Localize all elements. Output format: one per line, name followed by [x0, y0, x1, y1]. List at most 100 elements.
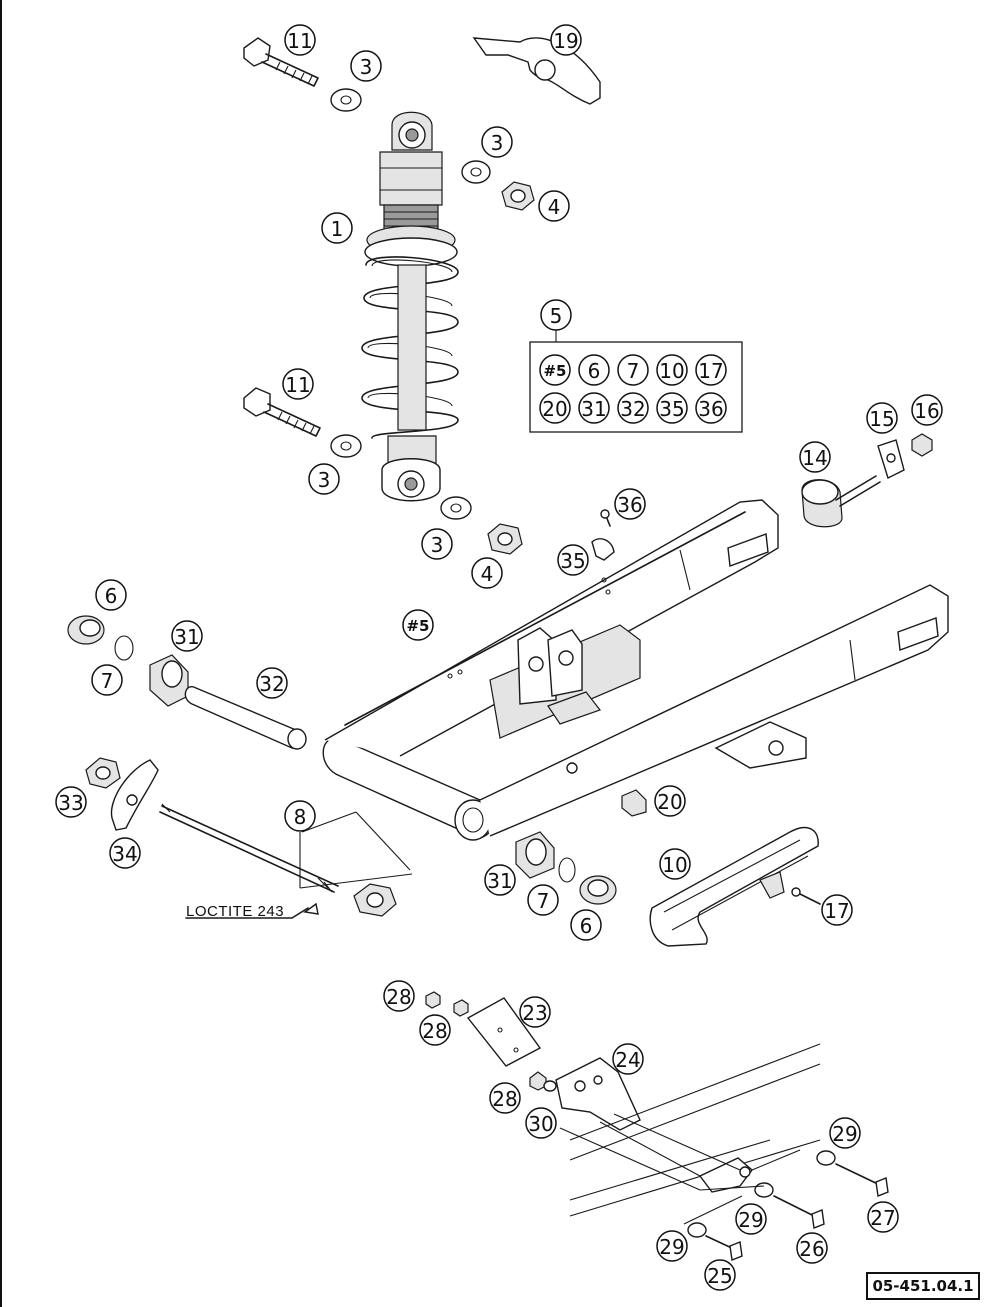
callout-number: 1 — [331, 217, 344, 241]
callout-circle — [735, 1203, 767, 1235]
kit-item-number: 35 — [659, 397, 684, 421]
callout-circle — [519, 996, 551, 1028]
callout-number: 10 — [662, 853, 687, 877]
callout-circle — [95, 579, 127, 611]
callout-number: 6 — [105, 584, 118, 608]
callout-circle — [284, 800, 316, 832]
lower-bracket-assembly — [425, 991, 889, 1261]
callout-circle — [821, 894, 853, 926]
clip — [591, 538, 615, 561]
kit-item-number: 17 — [698, 359, 723, 383]
callout-number: 27 — [870, 1206, 895, 1230]
callout-number: 28 — [386, 985, 411, 1009]
kit-item-circle — [695, 392, 727, 424]
kit-item-number: 6 — [588, 359, 601, 383]
callout-circle — [471, 557, 503, 589]
kit-item-circle — [578, 392, 610, 424]
callout-number: 30 — [528, 1112, 553, 1136]
nut-small — [911, 433, 933, 457]
callout-circle — [484, 864, 516, 896]
callout-circle — [321, 212, 353, 244]
callout-number: 17 — [824, 899, 849, 923]
callout-number: 36 — [617, 493, 642, 517]
callout-circle — [284, 24, 316, 56]
callout-number: 7 — [101, 669, 114, 693]
kit-item-circle — [656, 392, 688, 424]
callout-number: 20 — [657, 790, 682, 814]
callout-number: 7 — [537, 889, 550, 913]
roller-bolt — [835, 475, 881, 507]
callout-number: 33 — [58, 791, 83, 815]
callout-circle — [421, 528, 453, 560]
washer — [330, 88, 362, 112]
callout-circle — [659, 848, 691, 880]
callout-circle — [656, 1230, 688, 1262]
callout-circle — [612, 1043, 644, 1075]
kit-item-number: #5 — [543, 362, 566, 380]
washer — [330, 434, 362, 458]
kit-item-number: 32 — [620, 397, 645, 421]
callout-number: 11 — [285, 373, 310, 397]
callout-circle — [91, 664, 123, 696]
pivot-axle — [159, 805, 339, 893]
callout-circle — [550, 24, 582, 56]
callout-circle — [829, 1117, 861, 1149]
washer — [461, 160, 491, 184]
callout-number: 26 — [799, 1237, 824, 1261]
callout-number: 25 — [707, 1264, 732, 1288]
kit-item-circle — [695, 354, 727, 386]
kit-item-circle — [656, 354, 688, 386]
callout-number: 28 — [492, 1087, 517, 1111]
callout-number: 3 — [360, 55, 373, 79]
callout-number: 34 — [112, 842, 137, 866]
callout-circle — [171, 620, 203, 652]
callout-number: 29 — [832, 1122, 857, 1146]
callout-number: 35 — [560, 549, 585, 573]
callout-circle — [866, 402, 898, 434]
kit-item-circle — [617, 354, 649, 386]
callout-number: 24 — [615, 1048, 640, 1072]
kit-item-number: 20 — [542, 397, 567, 421]
callout-number: 8 — [294, 805, 307, 829]
callout-circle — [256, 667, 288, 699]
callout-circle — [282, 368, 314, 400]
swingarm — [322, 499, 949, 841]
callout-circle — [419, 1014, 451, 1046]
chain-adjuster-plate — [110, 759, 159, 831]
callout-number: 3 — [318, 468, 331, 492]
callout-number: 14 — [802, 446, 827, 470]
kit-item-circle — [539, 354, 571, 386]
sleeve — [184, 686, 305, 749]
callout-number: 6 — [580, 914, 593, 938]
loctite-leader — [185, 907, 309, 919]
o-ring — [558, 857, 576, 883]
callout-circle — [704, 1259, 736, 1291]
callout-circle — [911, 394, 943, 426]
kit-item-circle — [539, 392, 571, 424]
callout-circle — [796, 1232, 828, 1264]
callout-circle — [402, 609, 434, 641]
callout-number: 23 — [522, 1001, 547, 1025]
callout-number: 4 — [481, 562, 494, 586]
callout-circle — [527, 884, 559, 916]
kit-item-circle — [617, 392, 649, 424]
callout-circle — [799, 441, 831, 473]
callout-circle — [540, 299, 572, 331]
kit-item-number: 31 — [581, 397, 606, 421]
callout-circle — [55, 786, 87, 818]
callout-circle — [557, 544, 589, 576]
callout-number: 5 — [550, 304, 563, 328]
frame-border — [0, 0, 2, 1307]
callout-number: 15 — [869, 407, 894, 431]
callout-number: 29 — [659, 1235, 684, 1259]
callout-circle — [867, 1201, 899, 1233]
callout-number: 19 — [553, 29, 578, 53]
kit-item-number: 7 — [627, 359, 640, 383]
callout-number: 31 — [174, 625, 199, 649]
kit-item-number: 10 — [659, 359, 684, 383]
callout-number: 16 — [914, 399, 939, 423]
